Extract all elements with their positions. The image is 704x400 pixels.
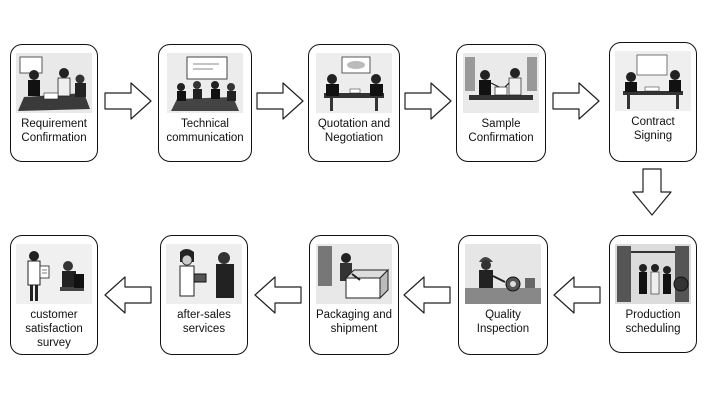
- arrow-right-icon: [256, 82, 304, 120]
- step-card-customer-satisfaction-survey: customer satisfaction survey: [10, 235, 98, 355]
- service-handover-illustration: [166, 244, 242, 304]
- survey-clipboard-illustration: [16, 244, 92, 304]
- step-label: Production scheduling: [625, 309, 681, 335]
- arrow-left-icon: [254, 276, 302, 314]
- step-label: Contract Signing: [631, 116, 675, 142]
- step-label: customer satisfaction survey: [25, 309, 83, 349]
- factory-floor-illustration: [615, 244, 691, 304]
- arrow-right-icon: [552, 82, 600, 120]
- arrow-right-icon: [404, 82, 452, 120]
- step-label: Sample Confirmation: [468, 118, 534, 144]
- step-label: Packaging and shipment: [315, 309, 393, 335]
- step-card-packaging-shipment: Packaging and shipment: [309, 235, 399, 355]
- arrow-left-icon: [104, 276, 152, 314]
- inspector-illustration: [465, 244, 541, 304]
- step-card-requirement-confirmation: Requirement Confirmation: [10, 44, 98, 162]
- arrow-left-icon: [403, 276, 451, 314]
- sample-review-illustration: [463, 53, 539, 113]
- step-card-sample-confirmation: Sample Confirmation: [456, 44, 546, 162]
- step-card-contract-signing: Contract Signing: [609, 42, 697, 162]
- step-label: after-sales services: [177, 309, 231, 335]
- step-card-technical-communication: Technical communication: [158, 44, 252, 162]
- step-label: Quotation and Negotiation: [317, 118, 391, 144]
- arrow-down-icon: [632, 168, 672, 216]
- negotiation-table-illustration: [316, 53, 392, 113]
- contract-signing-illustration: [615, 51, 691, 111]
- step-card-quotation-negotiation: Quotation and Negotiation: [308, 44, 400, 162]
- packing-box-illustration: [316, 244, 392, 304]
- step-card-after-sales-services: after-sales services: [160, 235, 248, 355]
- arrow-left-icon: [553, 276, 601, 314]
- step-label: Requirement Confirmation: [21, 118, 87, 144]
- step-card-quality-inspection: Quality Inspection: [458, 235, 548, 355]
- presentation-room-illustration: [167, 53, 243, 113]
- arrow-right-icon: [104, 82, 152, 120]
- step-card-production-scheduling: Production scheduling: [609, 235, 697, 353]
- meeting-table-illustration: [16, 53, 92, 113]
- step-label: Technical communication: [166, 118, 244, 144]
- step-label: Quality Inspection: [476, 309, 530, 335]
